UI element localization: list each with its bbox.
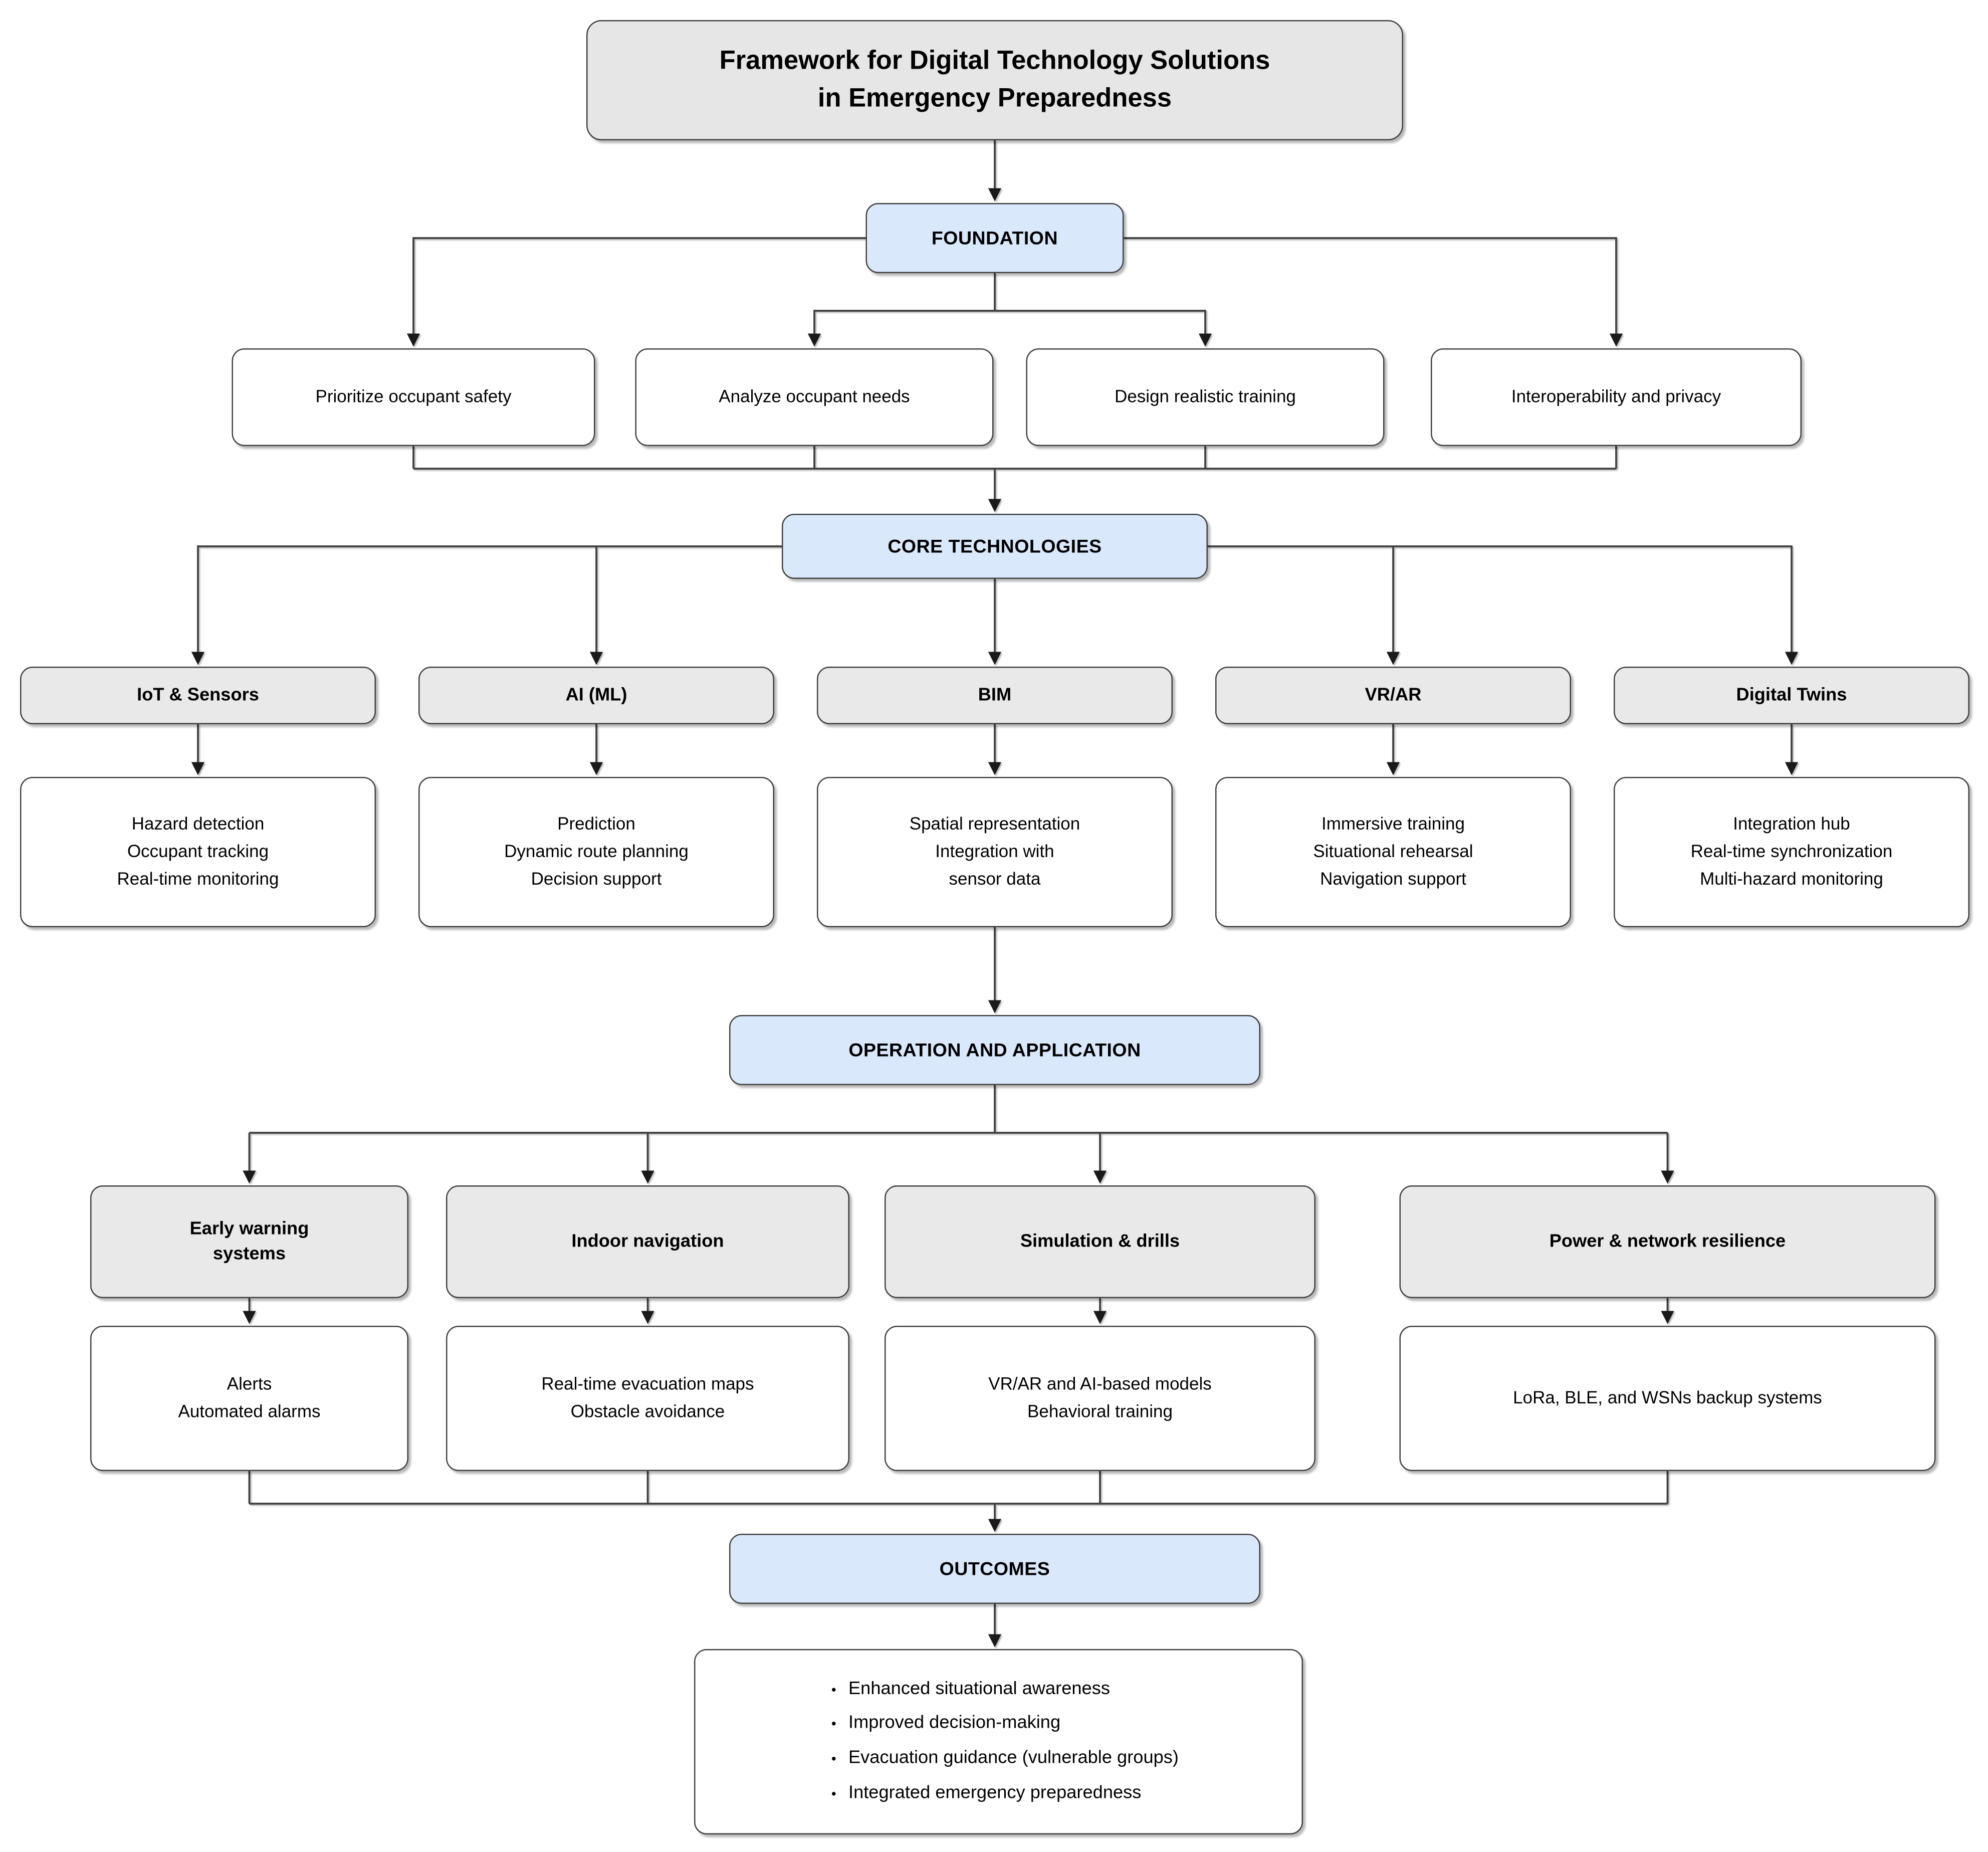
tech-header-iot-sensors: IoT & Sensors <box>20 667 376 724</box>
capability-line: Situational rehearsal <box>1313 841 1473 861</box>
capability-line: Dynamic route planning <box>504 841 689 861</box>
detail-line: LoRa, BLE, and WSNs backup systems <box>1513 1387 1822 1407</box>
diagram-title: Framework for Digital Technology Solutio… <box>586 20 1403 140</box>
tech-header-digital-twins: Digital Twins <box>1614 667 1969 724</box>
outcome-item: Integrated emergency preparedness <box>848 1776 1179 1811</box>
app-header-early-warning: Early warning systems <box>90 1185 408 1298</box>
outcomes-list: Enhanced situational awarenessImproved d… <box>818 1673 1179 1810</box>
app-details-power-network-resilience: LoRa, BLE, and WSNs backup systems <box>1399 1326 1936 1471</box>
app-header-indoor-navigation: Indoor navigation <box>446 1185 849 1298</box>
tech-header-bim: BIM <box>817 667 1173 724</box>
detail-line: Real-time evacuation maps <box>541 1373 754 1394</box>
stage-core-technologies: CORE TECHNOLOGIES <box>782 514 1208 579</box>
capability-line: Integration with <box>935 841 1054 861</box>
capability-line: Prediction <box>557 813 635 834</box>
stage-outcomes: OUTCOMES <box>729 1534 1260 1604</box>
capability-line: Multi-hazard monitoring <box>1700 868 1883 889</box>
detail-line: VR/AR and AI-based models <box>988 1373 1212 1394</box>
app-header-simulation-drills: Simulation & drills <box>885 1185 1315 1298</box>
capability-line: Occupant tracking <box>127 841 269 861</box>
capability-line: Decision support <box>531 868 662 889</box>
capability-line: Hazard detection <box>131 813 265 834</box>
capability-line: Spatial representation <box>909 813 1080 834</box>
capability-line: Immersive training <box>1321 813 1465 834</box>
principle-analyze-needs: Analyze occupant needs <box>635 348 994 446</box>
capability-line: sensor data <box>949 868 1041 889</box>
detail-line: Obstacle avoidance <box>570 1401 725 1421</box>
capability-line: Real-time synchronization <box>1690 841 1893 861</box>
capability-line: Integration hub <box>1733 813 1850 834</box>
outcomes-list-box: Enhanced situational awarenessImproved d… <box>694 1649 1303 1834</box>
stage-foundation: FOUNDATION <box>865 203 1124 273</box>
outcome-item: Enhanced situational awareness <box>848 1673 1179 1707</box>
app-header-power-network-resilience: Power & network resilience <box>1399 1185 1936 1298</box>
capability-line: Real-time monitoring <box>117 868 279 889</box>
detail-line: Automated alarms <box>178 1401 321 1421</box>
detail-line: Alerts <box>227 1373 272 1394</box>
detail-line: Behavioral training <box>1027 1401 1173 1421</box>
outcome-item: Improved decision-making <box>848 1707 1179 1742</box>
principle-design-training: Design realistic training <box>1026 348 1385 446</box>
tech-header-ai-ml: AI (ML) <box>418 667 774 724</box>
outcome-item: Evacuation guidance (vulnerable groups) <box>848 1742 1179 1776</box>
tech-header-vr-ar: VR/AR <box>1215 667 1571 724</box>
principle-prioritize-safety: Prioritize occupant safety <box>232 348 595 446</box>
stage-operation-application: OPERATION AND APPLICATION <box>729 1015 1260 1085</box>
principle-interoperability-privacy: Interoperability and privacy <box>1431 348 1802 446</box>
capability-line: Navigation support <box>1320 868 1466 889</box>
